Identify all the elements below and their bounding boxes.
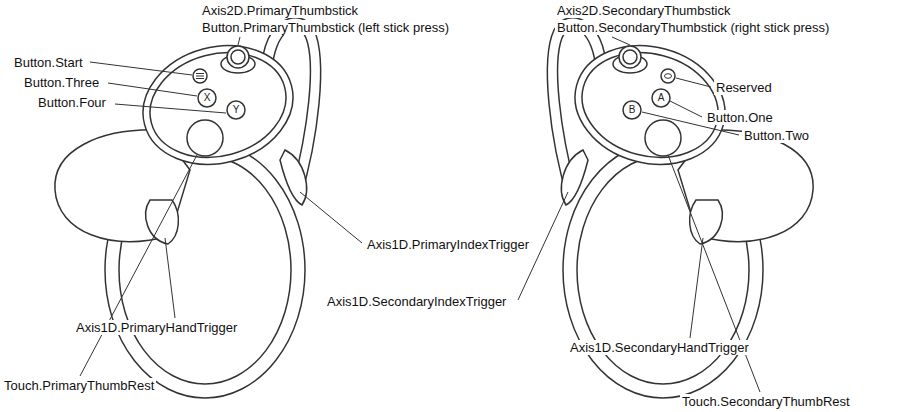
part-label: Reserved bbox=[714, 80, 774, 95]
menu-glyph bbox=[196, 74, 204, 79]
part-label: Axis2D.PrimaryThumbstick bbox=[200, 3, 360, 18]
button-letter: B bbox=[625, 103, 639, 117]
part-label: Button.Four bbox=[36, 95, 108, 110]
reserved-button bbox=[661, 69, 675, 83]
leader-line bbox=[690, 238, 703, 338]
part-label: Button.PrimaryThumbstick (left stick pre… bbox=[200, 20, 451, 35]
index-trigger bbox=[280, 150, 307, 205]
button-letter: Y bbox=[229, 103, 243, 117]
part-label: Button.Three bbox=[22, 75, 101, 90]
button-three bbox=[198, 89, 216, 107]
part-label: Button.Two bbox=[742, 128, 811, 143]
leader-line bbox=[80, 155, 197, 376]
leader-line bbox=[300, 192, 362, 243]
controller-body-mirrored bbox=[547, 18, 813, 398]
leader-line bbox=[612, 37, 630, 45]
part-label: Button.Start bbox=[12, 55, 85, 70]
logo-glyph bbox=[665, 74, 672, 79]
button-letter: X bbox=[200, 91, 214, 105]
leader-lines bbox=[80, 37, 760, 392]
leader-line bbox=[108, 83, 197, 96]
leader-line bbox=[676, 78, 711, 87]
leader-line bbox=[668, 155, 760, 392]
thumbstick-cap bbox=[227, 46, 249, 68]
start-button bbox=[193, 69, 207, 83]
leader-line bbox=[670, 101, 702, 117]
leader-line bbox=[115, 104, 226, 113]
part-label: Axis1D.PrimaryHandTrigger bbox=[74, 320, 239, 335]
buttons bbox=[187, 69, 681, 156]
part-label: Button.One bbox=[705, 110, 775, 125]
thumb-rest bbox=[187, 120, 223, 156]
part-label: Button.SecondaryThumbstick (right stick … bbox=[555, 20, 831, 35]
face-plate-rim bbox=[138, 38, 298, 172]
thumbstick-grip bbox=[231, 50, 245, 64]
part-label: Axis1D.SecondaryIndexTrigger bbox=[325, 294, 508, 309]
part-label: Axis1D.SecondaryHandTrigger bbox=[568, 340, 751, 355]
face-plate bbox=[130, 29, 307, 180]
button-four bbox=[227, 101, 245, 119]
button-letter: A bbox=[654, 91, 668, 105]
leader-line bbox=[90, 62, 192, 75]
leader-line bbox=[238, 37, 240, 45]
part-label: Axis1D.PrimaryIndexTrigger bbox=[365, 237, 531, 252]
thumb-rest bbox=[645, 120, 681, 156]
part-label: Axis2D.SecondaryThumbstick bbox=[555, 3, 732, 18]
part-label: Touch.SecondaryThumbRest bbox=[680, 394, 852, 409]
leader-line bbox=[165, 238, 175, 318]
button-two bbox=[623, 101, 641, 119]
part-label: Touch.PrimaryThumbRest bbox=[2, 378, 156, 393]
button-one bbox=[652, 89, 670, 107]
